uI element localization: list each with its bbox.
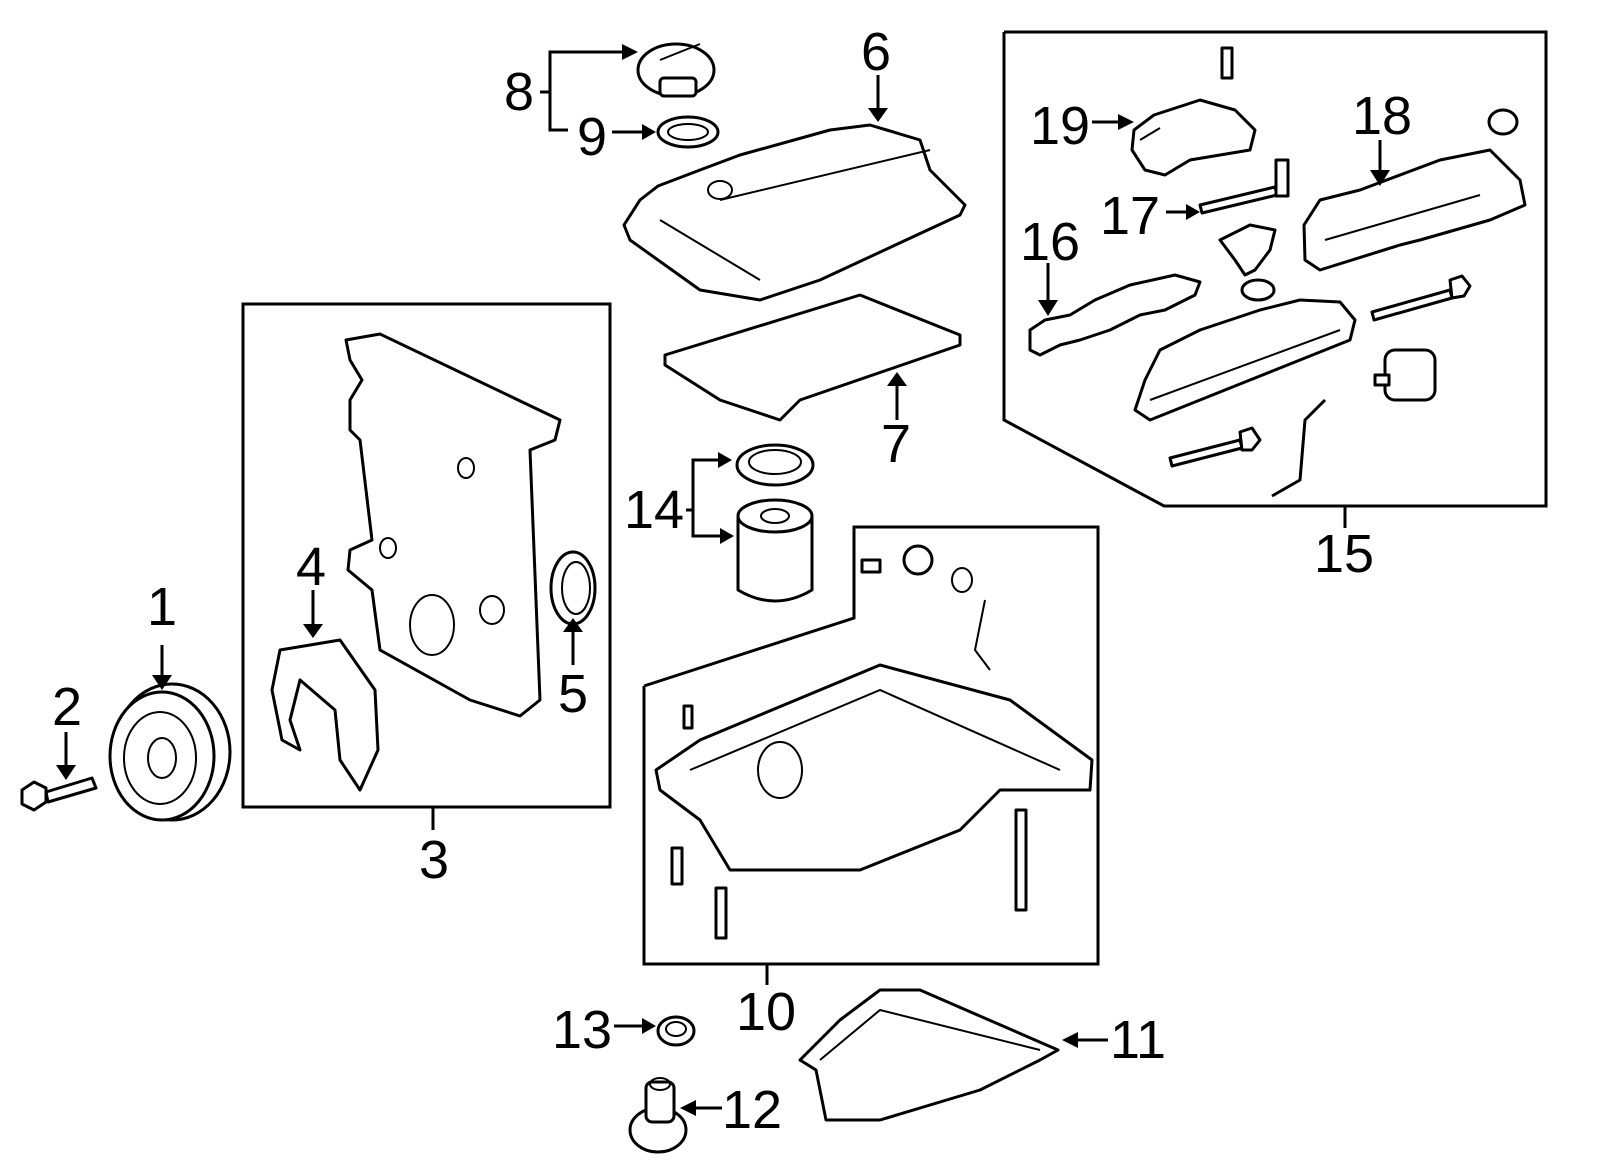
- drain-plug-part[interactable]: [628, 1077, 688, 1154]
- drain-plug-gasket-part[interactable]: [656, 1015, 696, 1047]
- callout-13[interactable]: 13: [552, 1000, 612, 1060]
- callout-12[interactable]: 12: [722, 1080, 782, 1140]
- callout-8[interactable]: 8: [504, 62, 534, 122]
- callout-4[interactable]: 4: [296, 537, 326, 597]
- callout-15[interactable]: 15: [1314, 524, 1374, 584]
- group-box-10: [642, 525, 1100, 966]
- timing-cover-gasket-part[interactable]: [270, 638, 380, 792]
- front-crank-seal-part[interactable]: [549, 550, 597, 626]
- group-box-3: [241, 302, 612, 809]
- intake-gasket-part[interactable]: [1028, 273, 1202, 357]
- callout-14[interactable]: 14: [624, 480, 684, 540]
- throttle-body-part[interactable]: [1130, 46, 1257, 177]
- oil-pan-sensor-part[interactable]: [860, 544, 991, 671]
- hose-part[interactable]: [1271, 398, 1327, 498]
- callout-arrows: [56, 44, 1390, 1116]
- callout-2[interactable]: 2: [52, 677, 82, 737]
- callout-19[interactable]: 19: [1030, 96, 1090, 156]
- callout-1[interactable]: 1: [147, 577, 177, 637]
- pulley-bolt-part[interactable]: [20, 776, 98, 812]
- callout-10[interactable]: 10: [736, 982, 796, 1042]
- oil-filler-cap-part[interactable]: [636, 42, 716, 98]
- callout-7[interactable]: 7: [881, 414, 911, 474]
- callout-16[interactable]: 16: [1020, 212, 1080, 272]
- callout-17[interactable]: 17: [1100, 186, 1160, 246]
- timing-cover-part[interactable]: [344, 332, 562, 718]
- seal-17-part[interactable]: [1198, 158, 1290, 215]
- manifold-bolts-part[interactable]: [1168, 274, 1472, 468]
- group-box-15: [1002, 30, 1548, 508]
- purge-valve-part[interactable]: [1373, 348, 1437, 402]
- callout-5[interactable]: 5: [558, 664, 588, 724]
- crankshaft-pulley-part[interactable]: [108, 682, 232, 822]
- lower-oil-pan-part[interactable]: [798, 988, 1060, 1122]
- callout-18[interactable]: 18: [1352, 86, 1412, 146]
- callout-6[interactable]: 6: [861, 22, 891, 82]
- valve-cover-gasket-part[interactable]: [663, 293, 962, 422]
- callout-9[interactable]: 9: [577, 107, 607, 167]
- oil-filter-part[interactable]: [735, 443, 815, 603]
- manifold-cover-part[interactable]: [1302, 108, 1527, 272]
- sensor-part[interactable]: [1218, 223, 1277, 302]
- filler-cap-seal-part[interactable]: [656, 115, 720, 149]
- intake-manifold-part[interactable]: [1133, 298, 1357, 422]
- callout-11[interactable]: 11: [1110, 1010, 1166, 1070]
- callout-3[interactable]: 3: [419, 830, 449, 890]
- upper-oil-pan-part[interactable]: [654, 663, 1094, 940]
- valve-cover-part[interactable]: [622, 123, 967, 302]
